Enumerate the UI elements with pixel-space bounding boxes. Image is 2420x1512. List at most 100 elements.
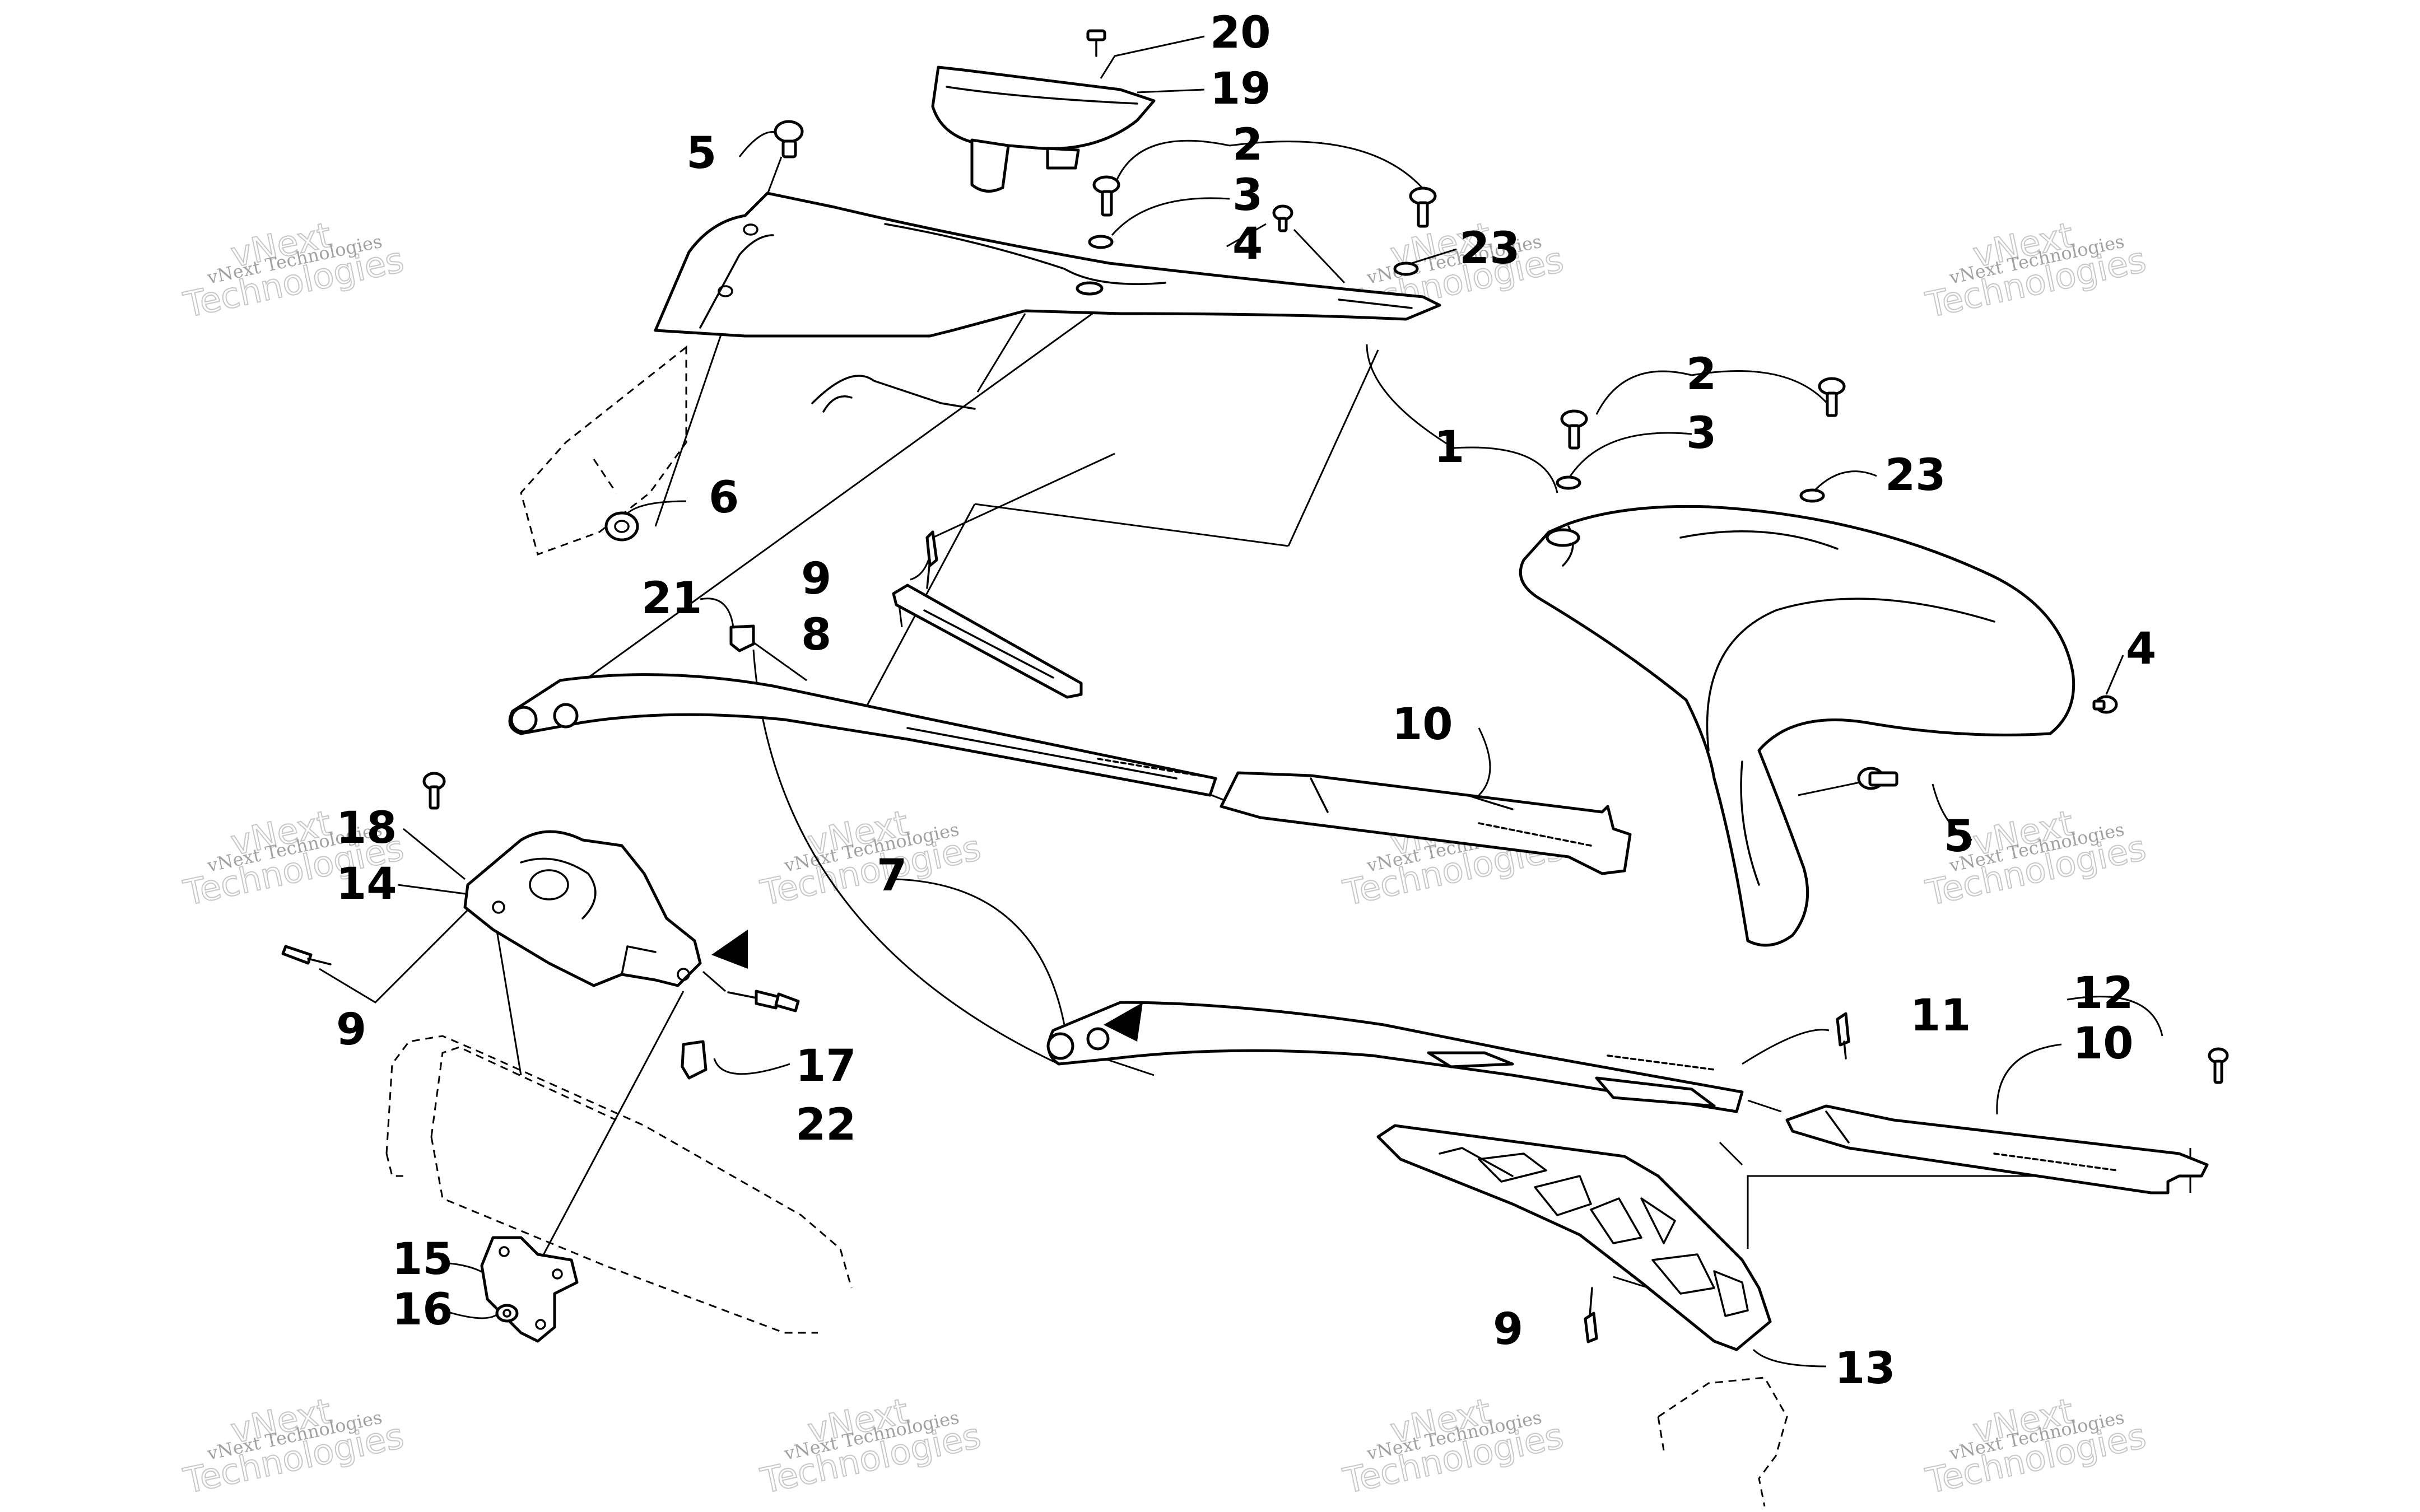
part-10-extension-upper — [1220, 771, 1632, 875]
callout-19: 19 — [1210, 64, 1271, 114]
callout-7: 7 — [877, 851, 907, 901]
callout-4: 4 — [2126, 624, 2156, 674]
callout-1: 1 — [1434, 422, 1464, 473]
part-9-pin-low — [1584, 1287, 1598, 1343]
leader-13 — [1752, 1348, 1827, 1368]
leader-20 — [1100, 35, 1205, 79]
part-2-screw-right-a — [1560, 409, 1588, 450]
leader-4-top-b — [1293, 228, 1346, 284]
part-9-pin-left — [281, 945, 332, 965]
callout-13: 13 — [1835, 1343, 1896, 1394]
leader-10-low — [1996, 1043, 2062, 1115]
part-11-pin — [1836, 1012, 1850, 1060]
callout-5: 5 — [686, 128, 716, 179]
leader-long-a — [588, 312, 1093, 679]
leader-2-top-right — [1229, 141, 1432, 199]
watermark-bottom-mid: vNext Technologies vNext Technologies — [756, 1390, 985, 1502]
watermark-mid-mid: vNext Technologies vNext Technologies — [756, 802, 985, 914]
leader-1 — [1366, 344, 1454, 449]
part-23-washer-top — [1393, 262, 1419, 276]
leader-1-b — [1453, 446, 1558, 493]
watermark-top-right: vNext Technologies vNext Technologies — [1921, 214, 2150, 326]
callout-16: 16 — [392, 1285, 453, 1335]
callout-17: 17 — [795, 1041, 857, 1091]
frame-ghost-lower-left — [385, 1035, 853, 1334]
part-2-screw-top-right — [1409, 186, 1437, 228]
leader-long-c — [974, 503, 1289, 547]
leader-11 — [1742, 1029, 1830, 1065]
leader-23-top — [1411, 248, 1457, 264]
callout-2: 2 — [1686, 349, 1716, 400]
callout-10: 10 — [2073, 1019, 2134, 1069]
watermark-bottom-right: vNext Technologies vNext Technologies — [1921, 1390, 2150, 1502]
leader-12 — [2067, 996, 2163, 1037]
callout-3: 3 — [1686, 408, 1716, 459]
part-right-side-panel — [1519, 505, 2075, 947]
part-17-bolt — [727, 990, 800, 1012]
part-7-rail-lower — [1046, 1001, 1744, 1113]
leader-5-right-b — [1798, 780, 1866, 796]
callout-20: 20 — [1210, 8, 1271, 58]
leader-17 — [702, 970, 726, 992]
part-7-rail-upper — [508, 673, 1217, 797]
callout-9: 9 — [801, 554, 831, 604]
part-5-rivet-right — [1857, 767, 1898, 790]
part-8-brace — [892, 584, 1083, 699]
part-3-washer-right — [1556, 475, 1581, 490]
leader-3-right — [1567, 432, 1692, 479]
callouts: 20 19 5 2 3 4 23 6 1 2 3 23 9 8 21 10 4 … — [336, 8, 2156, 1394]
callout-18: 18 — [336, 803, 397, 853]
callout-4: 4 — [1232, 219, 1263, 269]
part-3-washer-top — [1088, 235, 1114, 249]
leader-13-top — [1719, 1141, 1743, 1166]
part-23-washer-right — [1799, 488, 1825, 503]
leader-8-b — [932, 452, 1115, 539]
callout-12: 12 — [2073, 968, 2134, 1019]
callout-8: 8 — [801, 610, 831, 660]
part-16-nut — [495, 1304, 519, 1323]
leader-4-top — [1226, 223, 1267, 248]
callout-23: 23 — [1459, 223, 1520, 274]
frame-ghost-lower-right — [1657, 1376, 1788, 1507]
part-21-clip — [729, 624, 755, 652]
arrow-right-icon — [1104, 1002, 1143, 1042]
part-9-pin-top — [925, 530, 938, 589]
leader-7-arrow — [1103, 1057, 1155, 1076]
leader-7 — [752, 649, 1059, 1065]
leader-18 — [403, 828, 466, 880]
part-18-bolt — [422, 772, 446, 810]
leader-4-right — [2105, 655, 2124, 695]
part-5-rivet-top — [774, 120, 804, 158]
callout-10: 10 — [1392, 699, 1453, 750]
callout-22: 22 — [795, 1100, 857, 1150]
leader-2-right-a — [1595, 370, 1692, 415]
callout-9: 9 — [1493, 1304, 1523, 1355]
part-1-dash-panel — [654, 192, 1441, 338]
leader-22 — [713, 1058, 790, 1075]
leader-23-right — [1814, 470, 1877, 491]
part-2-screw-top-left — [1092, 175, 1120, 217]
part-13-plate — [1376, 1124, 1772, 1351]
leader-2-right-b — [1691, 370, 1833, 409]
frame-ghost-upper-left — [520, 345, 687, 556]
watermark-top-left: vNext Technologies vNext Technologies — [179, 214, 408, 326]
callout-5: 5 — [1944, 811, 1974, 862]
part-6-nut — [604, 511, 639, 542]
leader-lines — [319, 35, 2191, 1368]
callout-15: 15 — [392, 1234, 453, 1285]
callout-14: 14 — [336, 859, 397, 909]
arrow-left-icon — [711, 930, 748, 969]
leader-8 — [898, 604, 903, 628]
leader-7-b — [896, 878, 1065, 1025]
callout-3: 3 — [1232, 170, 1263, 221]
callout-23: 23 — [1885, 450, 1946, 501]
part-20-screw — [1086, 29, 1106, 57]
part-19-headlight-housing — [931, 66, 1156, 193]
part-12-screw — [2208, 1047, 2229, 1084]
part-4-screw-top — [1272, 204, 1293, 232]
direction-arrows — [711, 930, 1143, 1042]
leader-10-mid — [1478, 727, 1491, 796]
leader-19 — [1137, 88, 1205, 94]
part-2-screw-right-b — [1818, 377, 1846, 417]
